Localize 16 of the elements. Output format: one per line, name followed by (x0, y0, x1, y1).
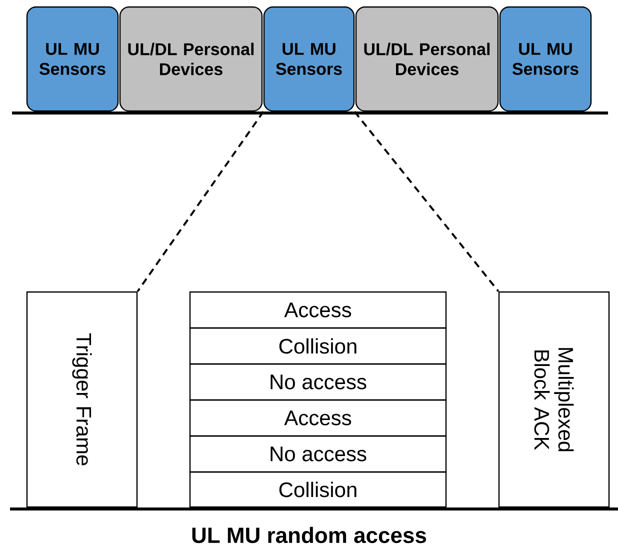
dashed-line (354, 110, 500, 292)
caption: UL MU random access (192, 526, 426, 544)
dashed-line (136, 111, 264, 292)
access-slot-box: No access (189, 435, 447, 473)
access-slot-box: Collision (189, 471, 447, 508)
access-slot-box: No access (189, 363, 447, 401)
device-slot-box: UL/DL Personal Devices (119, 6, 263, 112)
access-slot-box: Collision (189, 327, 447, 365)
sensor-slot-box: UL MU Sensors (263, 6, 355, 112)
frame-box: Trigger Frame (26, 291, 138, 508)
access-slot-box: Access (189, 399, 447, 437)
device-slot-box: UL/DL Personal Devices (355, 6, 499, 112)
sensor-slot-box: UL MU Sensors (26, 6, 119, 112)
frame-box: Multiplexed Block ACK (498, 291, 610, 508)
access-slot-box: Access (189, 291, 447, 329)
sensor-slot-box: UL MU Sensors (499, 6, 592, 112)
